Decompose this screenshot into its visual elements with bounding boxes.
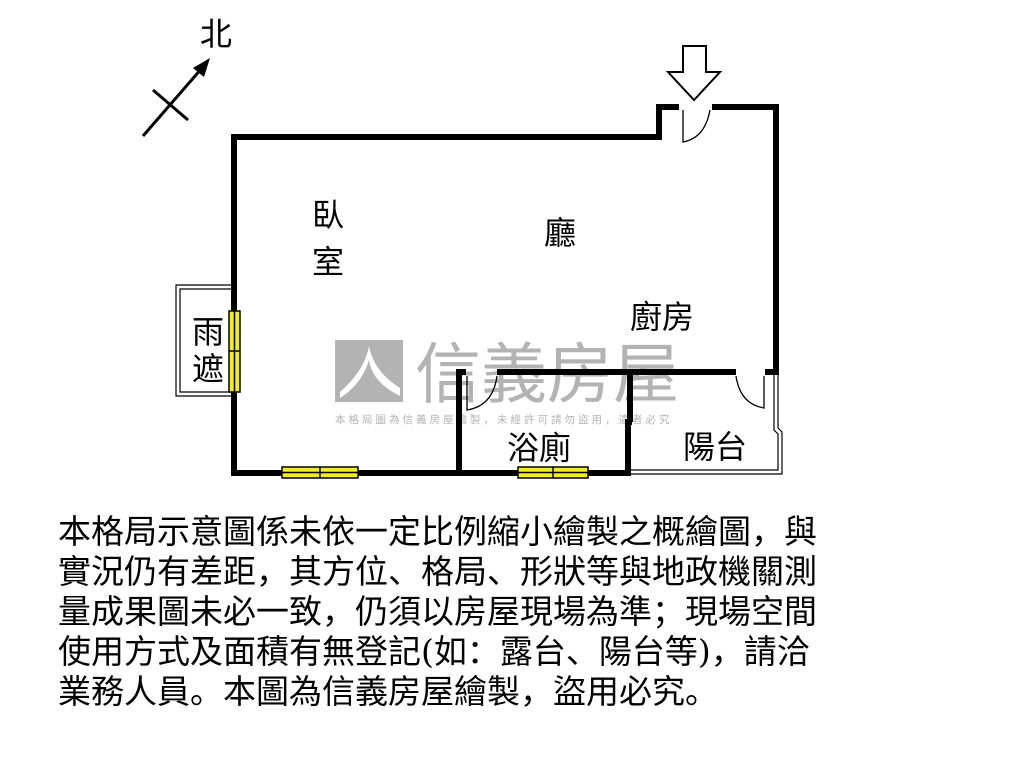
room-label-canopy-2: 遮 [192,350,224,388]
room-label-living: 廳 [544,214,576,252]
room-label-canopy: 雨 [192,313,224,351]
entrance-arrow-icon [665,45,723,102]
room-label-bedroom-2: 室 [312,243,344,281]
room-label-kitchen: 廚房 [630,298,694,336]
watermark-notice: 本格局圖為信義房屋繪製，未經許可請勿盜用，違者必究 [335,413,673,426]
disclaimer-line: 業務人員。本圖為信義房屋繪製，盜用必究。 [58,672,718,711]
doors [466,109,765,411]
north-label: 北 [200,15,232,53]
north-arrow-icon [141,58,210,137]
canopy [175,284,234,397]
windows [228,310,589,479]
disclaimer-line: 本格局示意圖係未依一定比例縮小繪製之概繪圖，與 [58,512,817,551]
room-label-balcony: 陽台 [683,428,747,466]
room-label-bathroom: 浴廁 [507,429,571,467]
disclaimer-line: 量成果圖未必一致，仍須以房屋現場為準；現場空間 [58,592,817,631]
disclaimer: 本格局示意圖係未依一定比例縮小繪製之概繪圖，與 實況仍有差距，其方位、格局、形狀… [58,512,978,712]
disclaimer-line: 使用方式及面積有無登記(如：露台、陽台等)，請洽 [58,632,810,671]
room-label-bedroom: 臥 [312,196,344,234]
balcony-railing [628,372,783,475]
disclaimer-line: 實況仍有差距，其方位、格局、形狀等與地政機關測 [58,552,817,591]
